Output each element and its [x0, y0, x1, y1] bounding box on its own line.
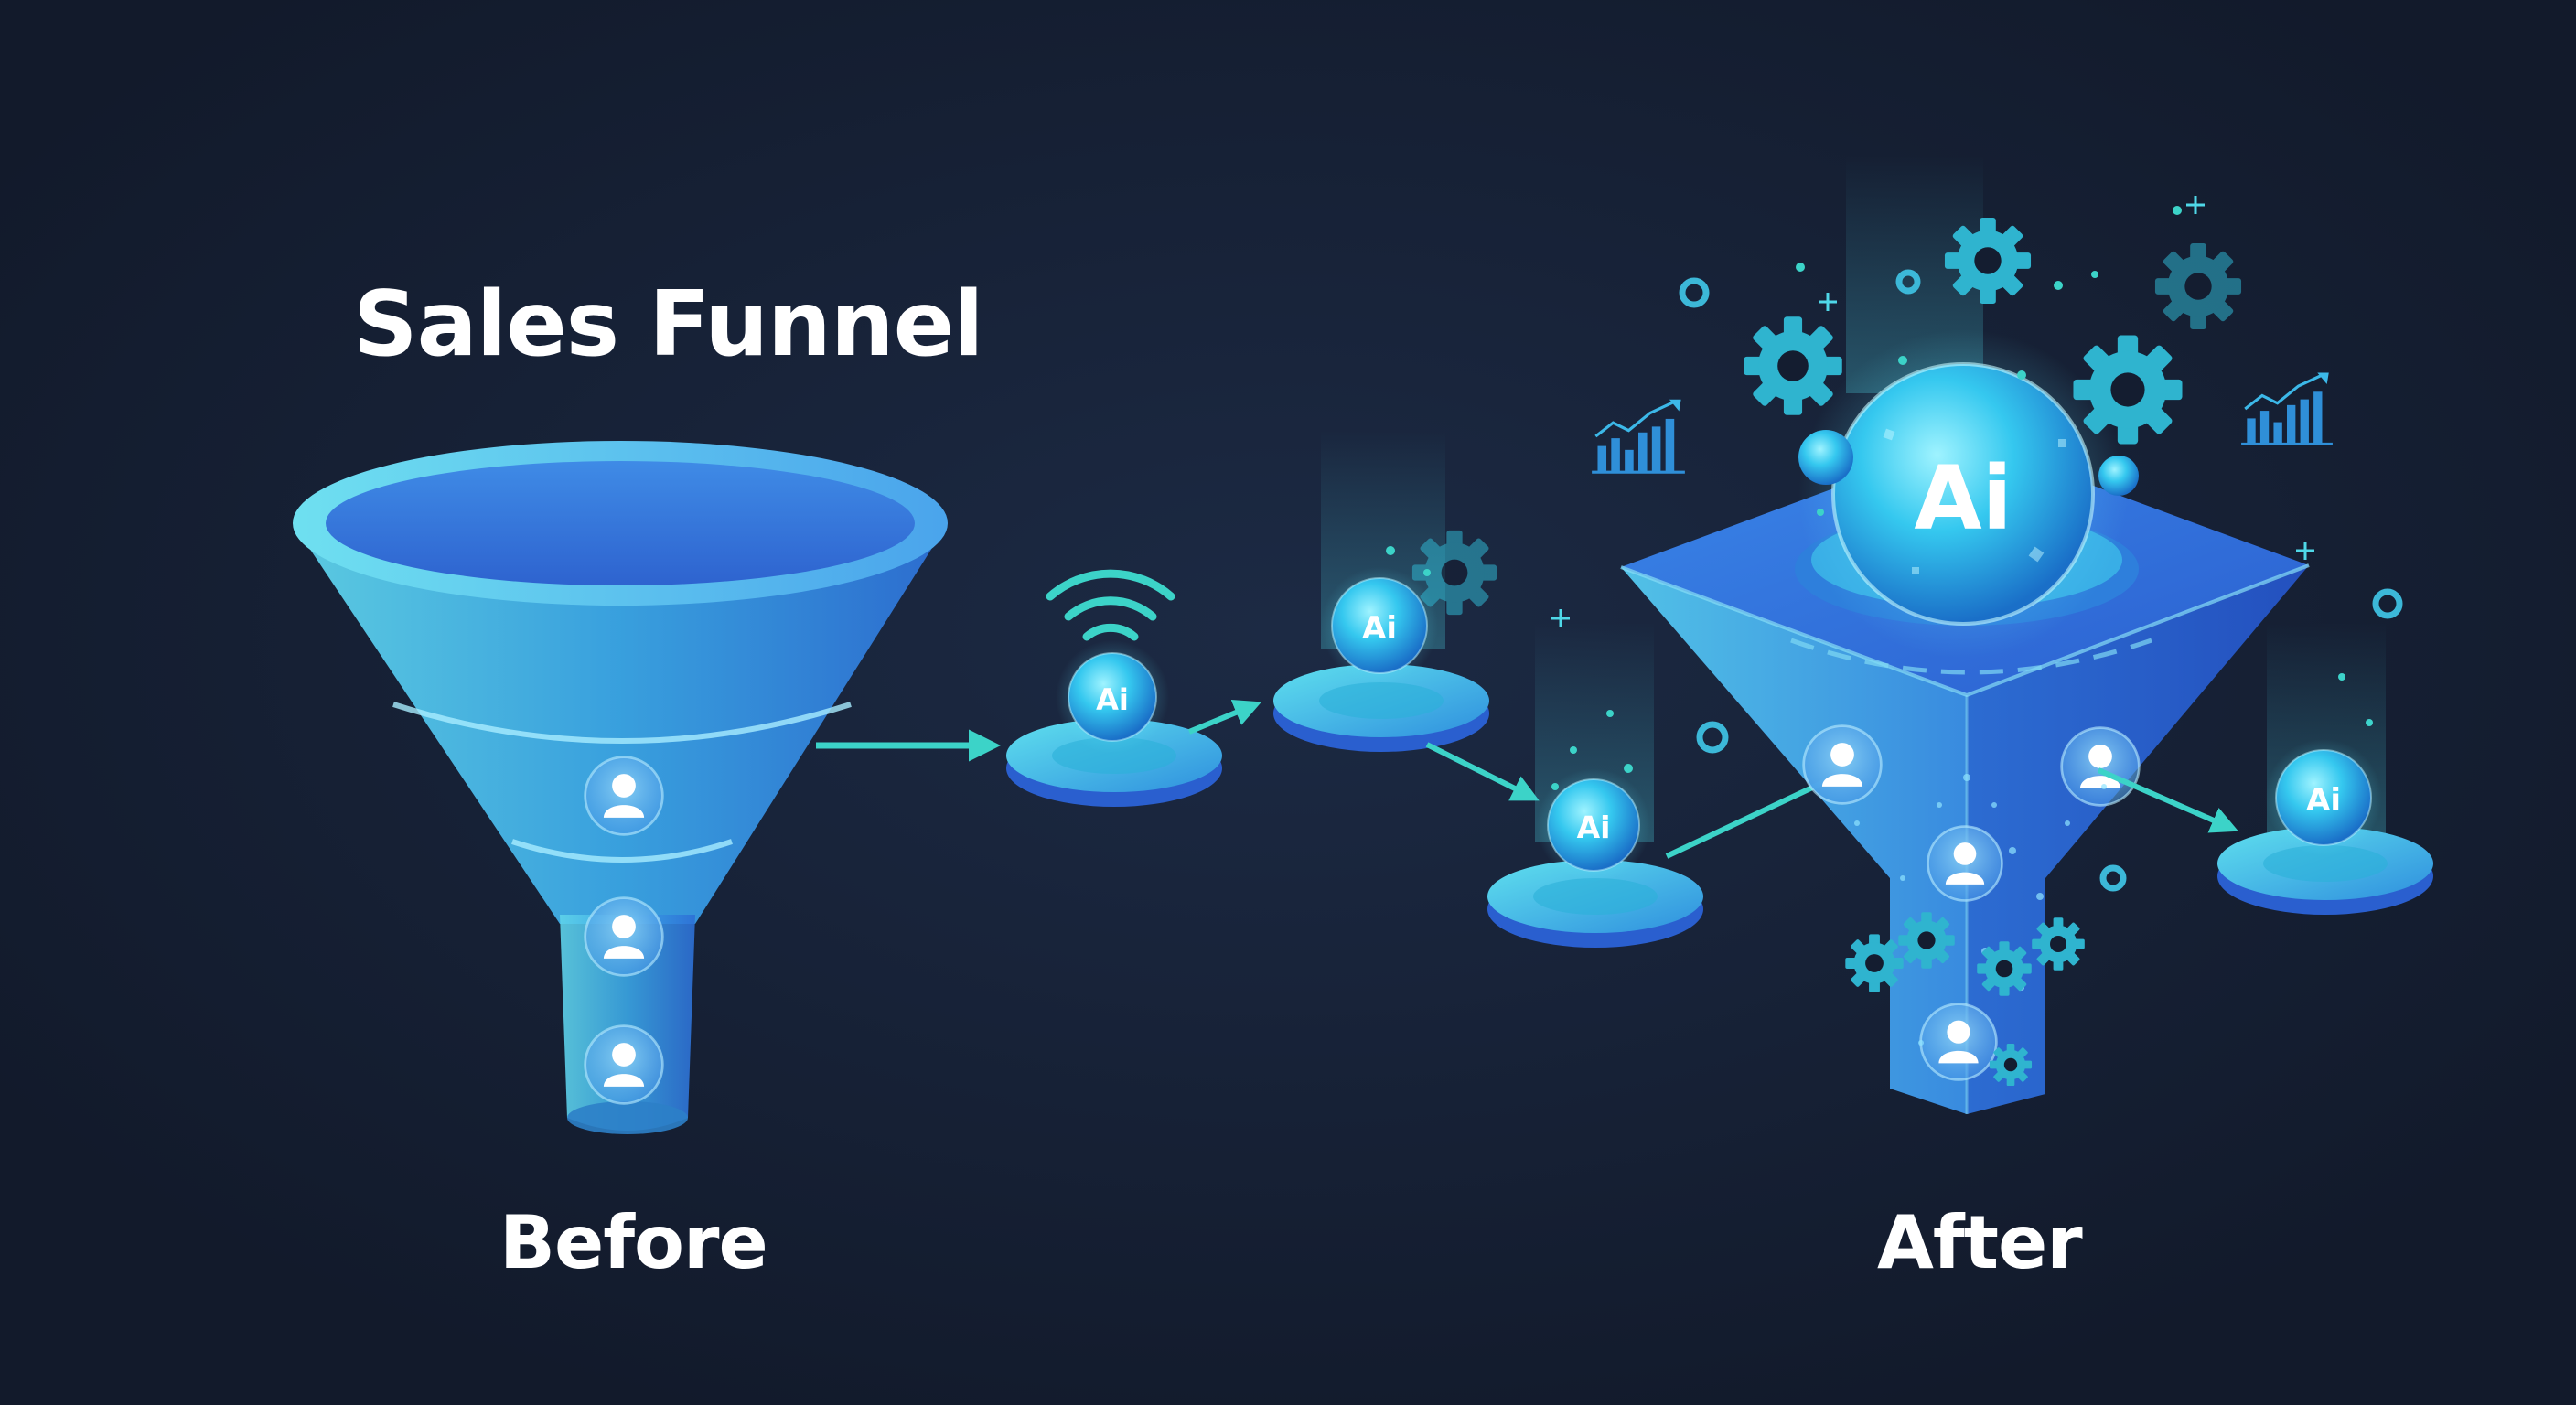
gear-icon [1898, 912, 1955, 969]
ai-badge-label: Ai [1914, 447, 2012, 550]
ai-badge-label: Ai [1096, 682, 1129, 717]
ai-node-4: Ai [2217, 622, 2433, 915]
user-icon [1802, 724, 1883, 805]
wifi-icon [1046, 569, 1175, 641]
ai-node-1: Ai [1006, 640, 1222, 807]
ai-node-3: Ai [1487, 622, 1703, 948]
gear-icon [1977, 941, 2032, 996]
arrow-icon [2097, 767, 2238, 833]
arrow-icon [1187, 699, 1262, 735]
ai-badge-label: Ai [1362, 610, 1397, 647]
user-icon [584, 756, 664, 836]
gear-icon [2073, 335, 2183, 445]
page-title: Sales Funnel [353, 273, 984, 377]
ai-badge-label: Ai [1577, 810, 1611, 845]
ai-node-2: Ai [1273, 430, 1489, 752]
gear-icon [2032, 917, 2085, 971]
user-icon [584, 1024, 664, 1105]
before-funnel [293, 441, 948, 1134]
before-label: Before [499, 1200, 768, 1285]
user-icon [1919, 1003, 1998, 1081]
gear-icon [1944, 217, 2032, 305]
gear-icon [1744, 316, 1842, 415]
gear-icon [1845, 934, 1904, 992]
after-funnel: Ai [1620, 156, 2310, 1114]
ai-badge-label: Ai [2306, 782, 2341, 819]
after-label: After [1877, 1200, 2083, 1285]
connector-line [1665, 778, 1828, 859]
gear-icon [2154, 242, 2242, 330]
user-icon [1927, 825, 2003, 902]
gear-icon [1989, 1043, 2033, 1087]
user-icon [2060, 726, 2141, 807]
user-icon [584, 896, 664, 977]
arrow-icon [1425, 742, 1540, 801]
